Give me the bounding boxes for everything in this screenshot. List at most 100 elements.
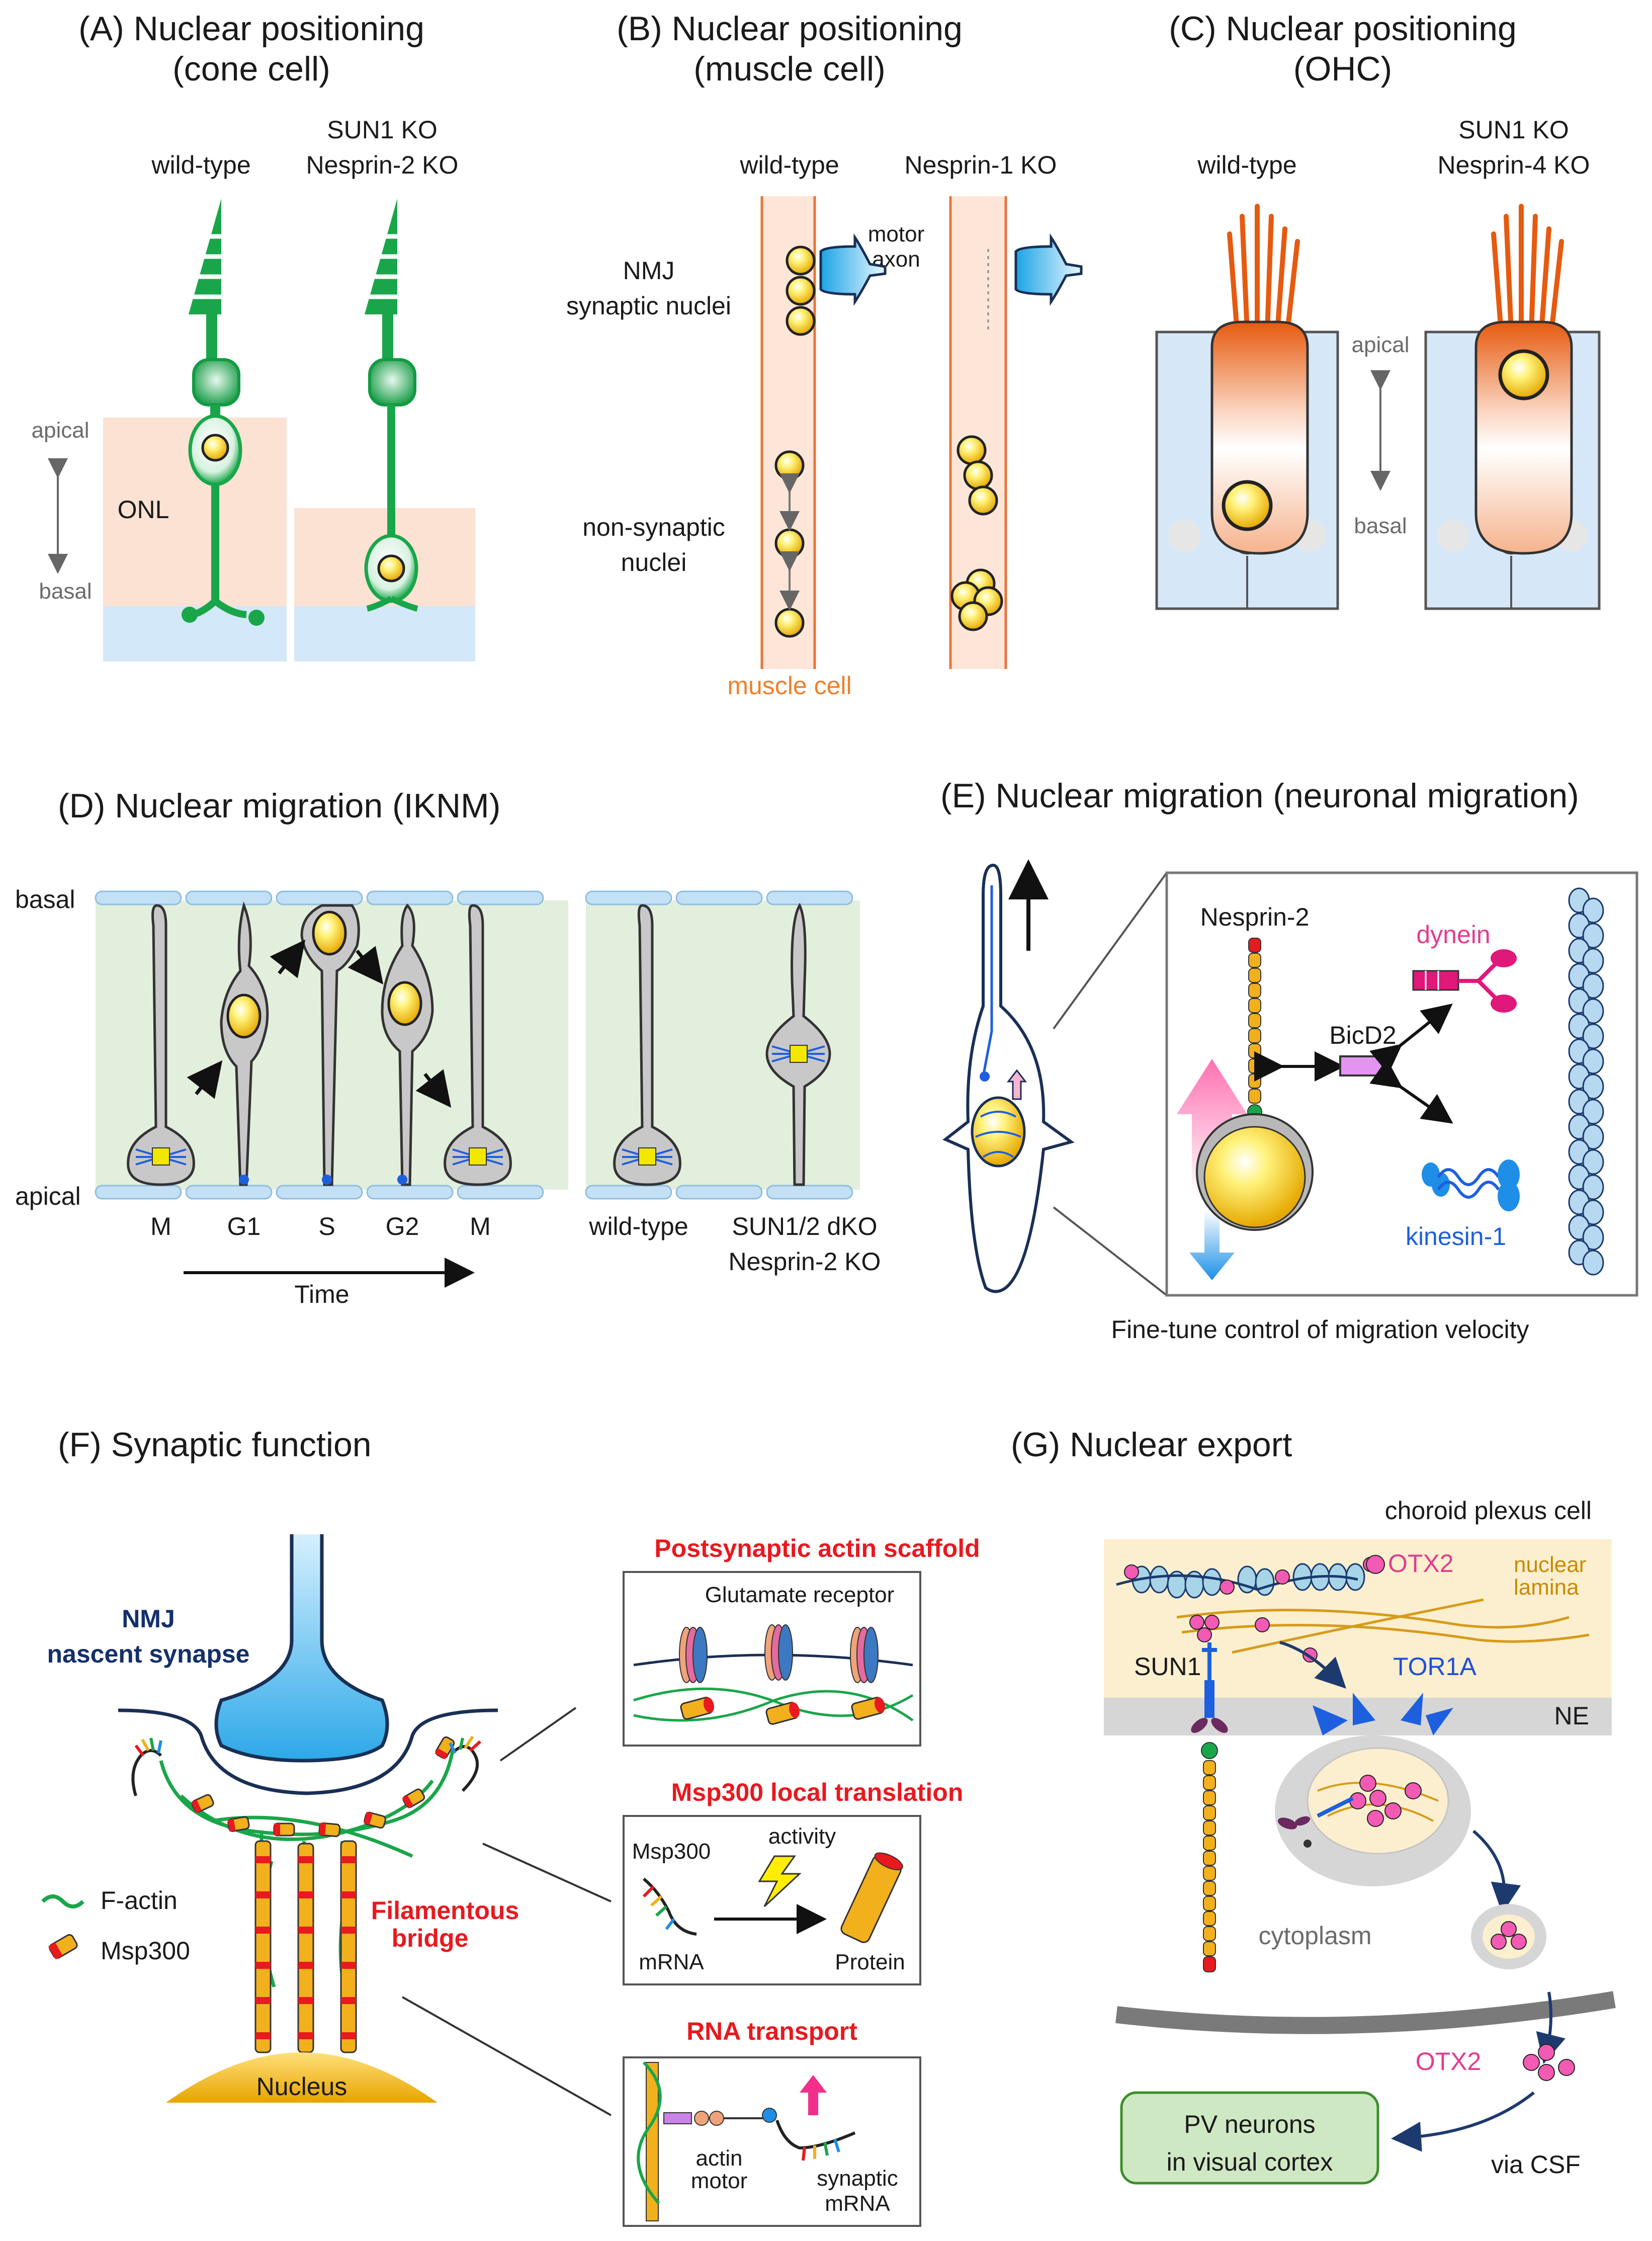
panel-a-ko-label-1: SUN1 KO [327,116,438,144]
box2-mrna-icon [642,1877,697,1936]
bicd2-label: BicD2 [1329,1021,1396,1049]
panel-c-ko-label-1: SUN1 KO [1458,116,1569,144]
non-synaptic-label-2: nuclei [621,548,687,576]
tor1a-icons [1313,1693,1453,1735]
pv-label-2: in visual cortex [1167,2148,1333,2176]
panel-a-subtitle: (cone cell) [172,50,330,88]
iknm-cell-g2 [381,903,434,1186]
panel-c-basal: basal [1354,514,1407,538]
filamentous-bridge-label-1: Filamentous [371,1896,519,1925]
microtubule [1568,887,1604,1276]
panel-e-title: (E) Nuclear migration (neuronal migratio… [940,777,1579,815]
panel-d-title: (D) Nuclear migration (IKNM) [58,787,500,825]
legend-f-actin-icon [41,1894,84,1908]
panel-f: (F) Synaptic function NMJ nascent synaps… [41,1426,980,2227]
actin-motor-icon [663,2108,777,2126]
cone-nucleus-ko [377,554,405,583]
panel-c: (C) Nuclear positioning (OHC) wild-type … [1155,10,1601,610]
nesprin-2-label: Nesprin-2 [1200,903,1310,931]
sun1-on-vesicle [1294,1796,1354,1826]
box3-title: RNA transport [686,2017,857,2045]
cone-cell-ko [364,199,418,612]
motor-axon-terminal-wt [819,233,887,306]
panel-a: (A) Nuclear positioning (cone cell) wild… [32,10,475,661]
box2-title: Msp300 local translation [671,1778,964,1806]
otx2-label: OTX2 [1388,1549,1454,1578]
box2-protein-label: Protein [835,1950,905,1974]
nmj-presynaptic-terminal [214,1534,389,1763]
dynein-label: dynein [1416,921,1490,949]
panel-c-wt-label: wild-type [1197,151,1296,179]
muscle-cell-label: muscle cell [727,672,851,700]
panel-d-ko-label-2: Nesprin-2 KO [729,1248,881,1276]
connector-box1 [499,1707,577,1762]
basement-membrane-bars [95,890,853,1200]
non-synaptic-nuclei-wt [774,450,805,638]
box3-synaptic-label-1: synaptic [817,2166,898,2191]
box2-msp-label: Msp300 [632,1839,711,1864]
connector-box2 [482,1843,612,1902]
kinesin-icon [1422,1159,1520,1211]
otx2-nuclear [1124,1557,1378,1663]
msp300-pieces-membrane [191,1736,455,1838]
panel-c-apical: apical [1352,333,1410,357]
bicd2-dynein-arrow [1369,1004,1453,1074]
box1-label: Glutamate receptor [705,1583,895,1607]
iknm-cell-g1 [220,901,269,1186]
iknm-cell-m1 [127,904,195,1186]
choroid-plexus-label: choroid plexus cell [1385,1497,1592,1525]
panel-d: (D) Nuclear migration (IKNM) basal apica… [15,787,881,1308]
nucleus-f [166,2052,438,2103]
sun1-linc-complex [1191,1642,1228,1972]
panel-b: (B) Nuclear positioning (muscle cell) wi… [566,10,1083,700]
zoom-line-bottom [1053,1206,1168,1296]
mrna-left [131,1737,162,1796]
synaptic-mrna-icon [775,2120,856,2161]
cytoplasm-label: cytoplasm [1258,1922,1371,1950]
lamina-label-1: nuclear [1514,1552,1586,1577]
msp300-scaffold [680,1697,885,1725]
otx2-in-vesicle [1349,1775,1422,1827]
plasma-membrane [1115,1991,1616,2034]
panel-b-ko-label: Nesprin-1 KO [905,151,1057,179]
iknm-phase-labels: M G1 S G2 M [150,1212,491,1240]
cone-pedicle-ko [366,596,418,612]
export-arrow-2 [1472,1830,1521,1914]
postsynaptic-membrane [118,1708,498,1795]
cone-cell-wt [182,199,265,626]
panel-g: (G) Nuclear export choroid plexus cell N… [1011,1426,1616,2185]
box3-actin-label-2: motor [691,2169,747,2193]
nmj-label-2: synaptic nuclei [566,292,731,320]
panel-b-wt-label: wild-type [739,151,839,179]
panel-d-wt-label: wild-type [588,1212,688,1240]
box3-synaptic-label-2: mRNA [825,2191,890,2216]
ne-label: NE [1554,1702,1589,1730]
panel-a-ko-label-2: Nesprin-2 KO [306,151,459,179]
pv-label-1: PV neurons [1184,2110,1315,2138]
panel-e: (E) Nuclear migration (neuronal migratio… [940,777,1638,1344]
motor-axon-terminal-ko [1014,233,1083,306]
phase-g1: G1 [227,1212,261,1240]
tor1a-label: TOR1A [1393,1652,1476,1681]
blue-down-arrow [1189,1210,1235,1280]
phase-m1: M [150,1212,171,1240]
legend-msp300-label: Msp300 [101,1937,190,1965]
csf-arrow [1391,2091,1535,2152]
sun1-label: SUN1 [1134,1652,1201,1681]
inner-segment-ko [368,358,416,406]
zoom-line-top [1053,872,1168,1030]
bicd2-box [1339,1055,1386,1076]
phase-g2: G2 [386,1212,419,1240]
panel-d-apical: apical [15,1182,81,1210]
panel-a-basal: basal [39,579,92,604]
otx2-in-cytoplasmic-vesicle [1491,1921,1527,1950]
synaptic-nuclei-wt [786,245,816,336]
nmj-label-1: NMJ [623,257,675,285]
iknm-progress-arrows [187,939,452,1108]
box2-mrna-label: mRNA [639,1950,704,1974]
panel-b-title: (B) Nuclear positioning [617,10,963,48]
basal-layer-ko [294,606,475,661]
panel-d-ko-label-1: SUN1/2 dKO [732,1212,877,1240]
via-csf-label: via CSF [1491,2150,1581,2179]
